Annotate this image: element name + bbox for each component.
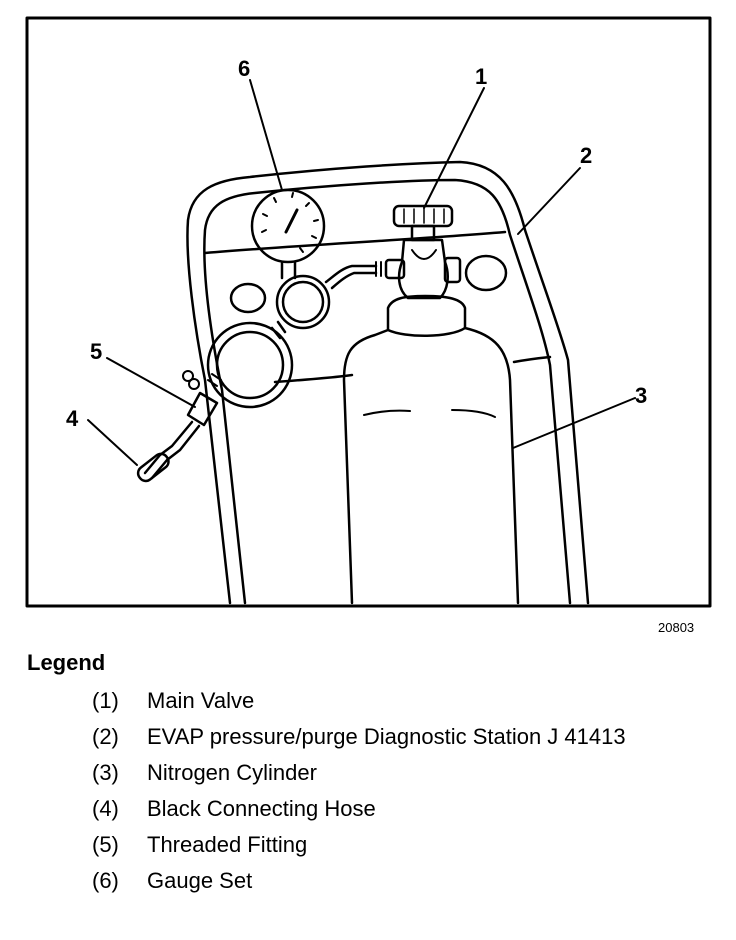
- leader-line-2: [517, 167, 581, 235]
- cylinder-neck-ring: [386, 326, 467, 337]
- gauge-dial: [250, 188, 326, 264]
- leader-line-5: [106, 357, 196, 408]
- legend-item: (1) Main Valve: [92, 686, 712, 716]
- leader-line-4: [87, 419, 138, 466]
- main-valve-side-nut: [443, 256, 462, 284]
- threaded-fitting-coupler: [207, 373, 222, 387]
- main-valve-handwheel-ridges: [403, 208, 445, 224]
- fitting-cap-2: [188, 378, 200, 390]
- legend-item-number: (2): [92, 724, 119, 749]
- station-cart-inner-outline: [203, 178, 572, 605]
- legend-item-number: (3): [92, 760, 119, 785]
- regulator-coupling: [270, 320, 287, 340]
- legend-item-number: (4): [92, 796, 119, 821]
- callout-3: 3: [635, 383, 647, 408]
- figure-number: 20803: [658, 620, 695, 635]
- legend-item-label: Gauge Set: [147, 868, 253, 893]
- legend-item-label: Threaded Fitting: [147, 832, 308, 857]
- leader-line-6: [249, 79, 283, 191]
- legend-item-number: (1): [92, 688, 119, 713]
- legend-item-number: (5): [92, 832, 119, 857]
- legend-item: (2) EVAP pressure/purge Diagnostic Stati…: [92, 722, 712, 752]
- regulator-lower: [206, 321, 294, 409]
- threaded-fitting: [186, 391, 219, 427]
- gauge-dial-ticks: [261, 192, 319, 253]
- legend-list: (1) Main Valve (2) EVAP pressure/purge D…: [92, 686, 712, 902]
- nitrogen-cylinder: [342, 294, 520, 605]
- callout-4: 4: [66, 406, 79, 431]
- regulator-lower-inner: [215, 330, 285, 400]
- regulator-upper-inner: [281, 280, 325, 324]
- gauge-needle: [284, 208, 299, 234]
- panel-lower-line: [273, 373, 354, 384]
- legend-item-label: Main Valve: [147, 688, 255, 713]
- regulator-supply-line: [324, 264, 378, 284]
- station-cart-outline: [186, 160, 590, 605]
- regulator-supply-line-inner: [330, 271, 378, 290]
- legend-title: Legend: [27, 650, 106, 675]
- cylinder-highlight-1: [363, 409, 411, 416]
- panel-hole-left: [229, 282, 267, 314]
- legend-item-label: Black Connecting Hose: [147, 796, 376, 821]
- diagnostic-station-illustration: 1 2 3 4 5 6: [25, 16, 712, 608]
- main-valve-body: [397, 238, 449, 300]
- legend-item-number: (6): [92, 868, 119, 893]
- cylinder-highlight-2: [451, 409, 496, 418]
- hose-quick-connector: [136, 452, 170, 483]
- gauge-stem: [280, 260, 297, 280]
- figure-frame: [25, 16, 712, 608]
- black-connecting-hose: [143, 420, 201, 480]
- panel-lower-line-right: [512, 355, 552, 364]
- leader-line-3: [512, 397, 636, 449]
- callout-2: 2: [580, 143, 592, 168]
- regulator-upper: [275, 274, 331, 330]
- callout-5: 5: [90, 339, 102, 364]
- callout-1: 1: [475, 64, 487, 89]
- callout-6: 6: [238, 56, 250, 81]
- legend-item: (5) Threaded Fitting: [92, 830, 712, 860]
- valve-outlet-fitting: [384, 258, 406, 280]
- legend-item-label: Nitrogen Cylinder: [147, 760, 317, 785]
- legend-item: (6) Gauge Set: [92, 866, 712, 896]
- legend-item: (3) Nitrogen Cylinder: [92, 758, 712, 788]
- legend-item: (4) Black Connecting Hose: [92, 794, 712, 824]
- fitting-cap-1: [182, 370, 194, 382]
- panel-hole-right: [464, 254, 508, 292]
- panel-upper-line: [203, 230, 507, 255]
- main-valve-body-detail: [411, 249, 437, 260]
- legend-item-label: EVAP pressure/purge Diagnostic Station J…: [147, 724, 626, 749]
- leader-line-1: [423, 87, 485, 209]
